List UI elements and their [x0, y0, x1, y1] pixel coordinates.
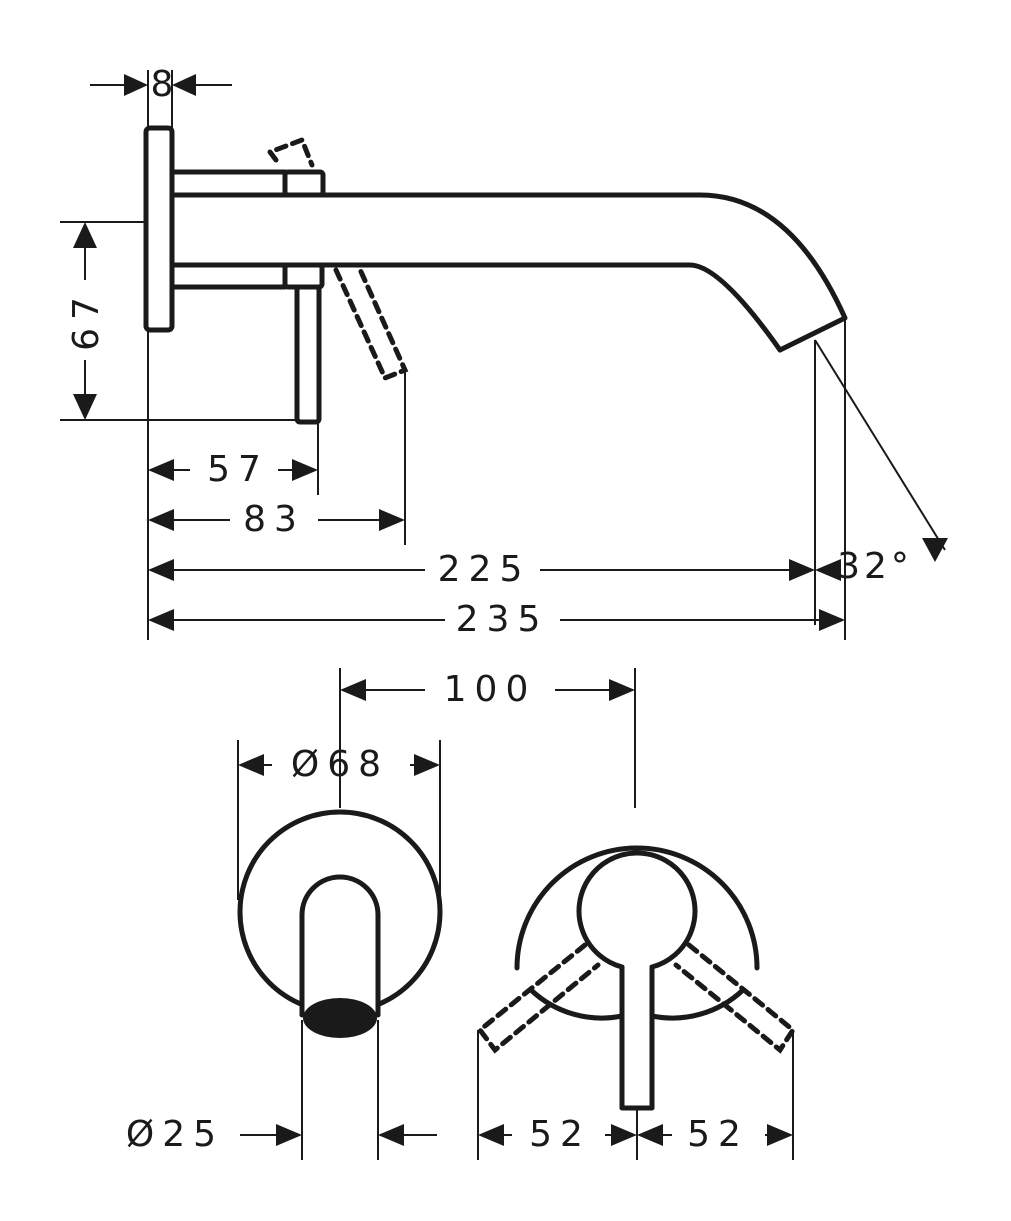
dim-lever-right: 52: [687, 1114, 749, 1155]
dim-lever-offset: 57: [207, 449, 269, 490]
dim-lever-left: 52: [529, 1114, 591, 1155]
dim-plate-thickness: 8: [151, 64, 174, 105]
dim-height: 67: [66, 289, 107, 351]
mixer-plate: [514, 845, 760, 971]
front-view: 100 Ø68 Ø25 52 52: [126, 668, 797, 1160]
mixer-lever: [619, 964, 655, 1111]
lever-left-dashed: [476, 942, 601, 1054]
spout-front: [299, 874, 381, 1018]
spout-body: [169, 169, 848, 353]
dim-spout-diameter: Ø25: [126, 1114, 224, 1155]
mixer-block-bottom: [282, 262, 325, 290]
dim-spout-reach: 225: [438, 549, 531, 590]
dim-lever-tilt-offset: 83: [243, 499, 305, 540]
mixer-knob: [576, 850, 698, 970]
lever-right-dashed: [673, 942, 797, 1054]
dim-plate-diameter: Ø68: [291, 744, 389, 785]
mixer-block-top: [282, 169, 326, 198]
spout-outlet: [303, 998, 377, 1038]
dim-total-reach: 235: [456, 599, 549, 640]
dim-angle: 32°: [837, 546, 913, 587]
lever-tilted-dashed: [333, 262, 409, 382]
side-view: 8 67 57 83 225 32° 235: [60, 64, 948, 640]
lever: [294, 284, 322, 425]
dim-center-distance: 100: [444, 669, 537, 710]
wall-plate: [143, 125, 175, 333]
lever-top-dashed: [265, 136, 315, 168]
